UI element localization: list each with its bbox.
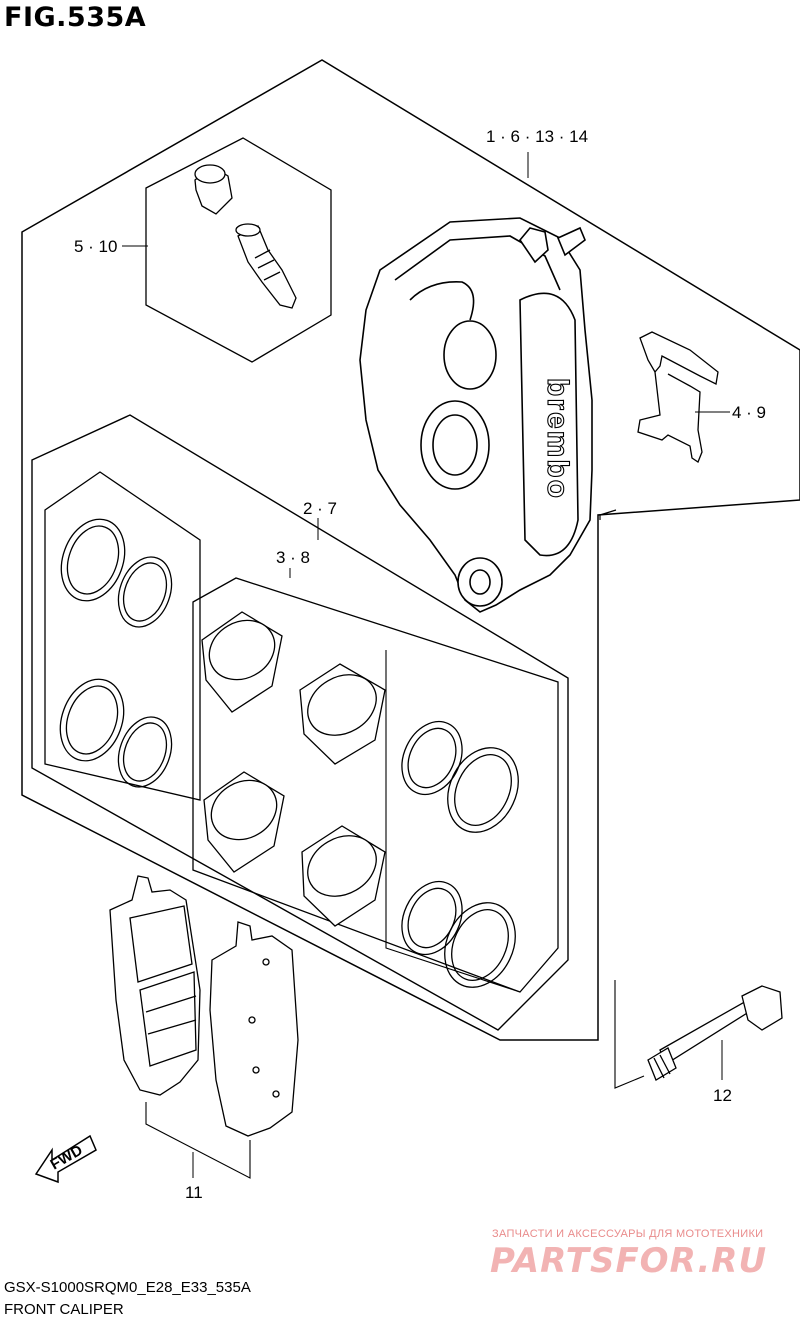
callout-caliper-assembly: 1 · 6 · 13 · 14 — [486, 127, 588, 146]
bolt-bracket — [614, 980, 645, 1089]
leader-lines — [122, 152, 730, 1178]
figure-title: FIG.535A — [4, 2, 147, 33]
caliper-brand-mark: brembo — [541, 378, 574, 500]
pistons — [201, 611, 386, 927]
brake-pad-inner — [209, 921, 299, 1137]
assembly-outline — [21, 59, 800, 1041]
callout-pads: 11 — [185, 1183, 203, 1202]
callout-bleeder: 5 · 10 — [74, 237, 117, 256]
bleeder-box-outline — [145, 137, 332, 363]
callout-bolt: 12 — [713, 1086, 732, 1105]
pads-bracket — [145, 1102, 251, 1179]
seal-box-left — [44, 471, 201, 801]
caliper-bolt-part — [647, 985, 783, 1081]
model-code: GSX-S1000SRQM0_E28_E33_535A — [4, 1279, 251, 1296]
watermark-logo: PARTSFOR.RU — [490, 1241, 768, 1281]
seal-kit-outline — [31, 414, 569, 1031]
diagram-caption: FRONT CALIPER — [4, 1301, 124, 1318]
brake-pad-outer — [109, 875, 201, 1096]
bleeder-cap-part — [194, 164, 233, 215]
callout-pad-spring: 4 · 9 — [732, 403, 766, 422]
callout-piston-set: 3 · 8 — [276, 548, 310, 567]
watermark-tagline: ЗАПЧАСТИ И АКСЕССУАРЫ ДЛЯ МОТОТЕХНИКИ — [492, 1228, 764, 1240]
seal-rings-right — [401, 720, 519, 988]
callout-seal-set: 2 · 7 — [303, 499, 337, 518]
caliper-body-part — [359, 217, 617, 613]
seal-rings-left — [59, 518, 173, 788]
forward-arrow-icon: FWD — [34, 1134, 97, 1184]
piston-box-divider — [385, 650, 521, 993]
piston-box — [192, 577, 559, 993]
bleeder-screw-part — [235, 223, 297, 309]
pad-spring-part — [637, 331, 719, 463]
